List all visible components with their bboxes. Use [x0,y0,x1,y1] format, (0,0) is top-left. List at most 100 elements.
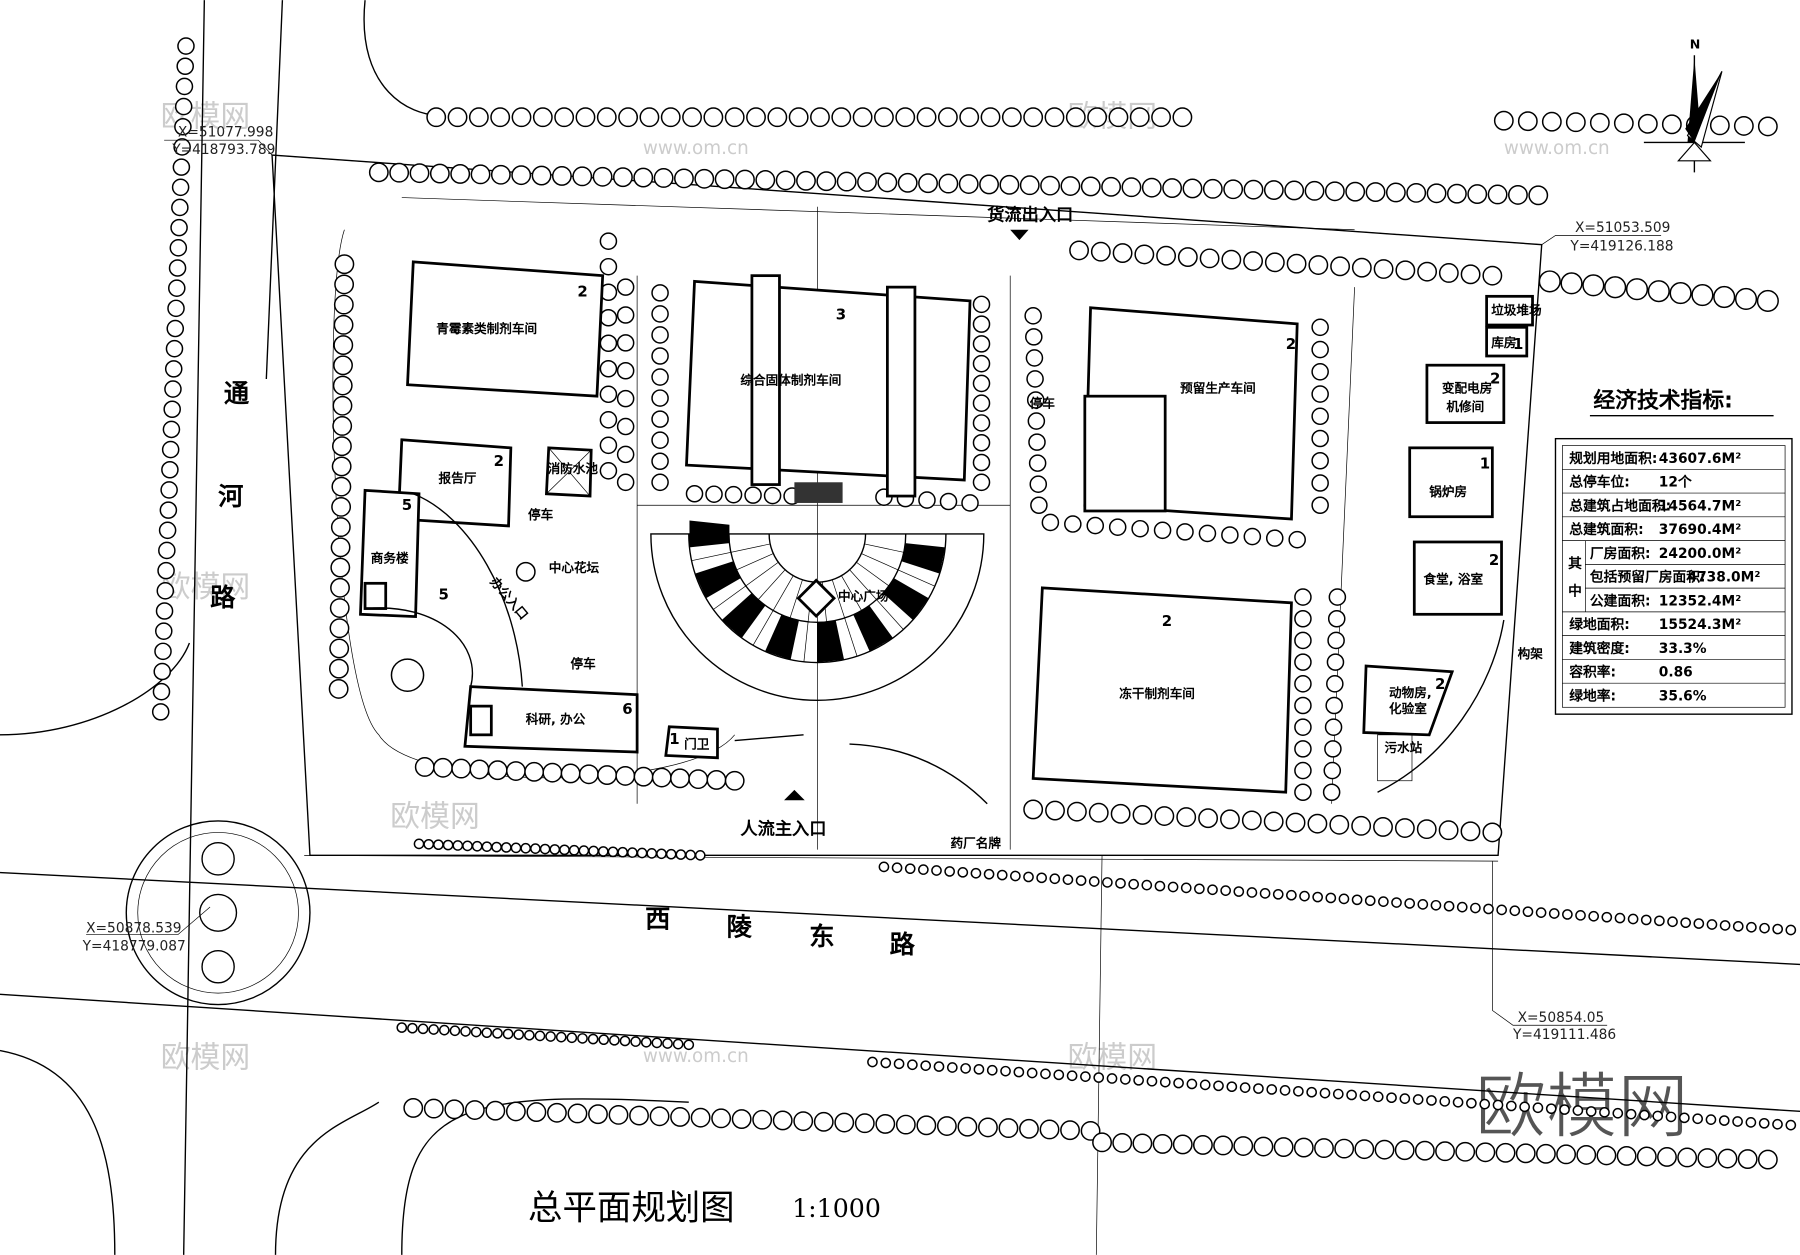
tree-icon [1213,1080,1224,1092]
indicator-value: 14564.7M² [1659,498,1741,514]
tree-icon [1759,922,1770,934]
indicator-value: 35.6% [1659,688,1707,704]
tree-icon [688,769,709,790]
tree-icon [857,172,877,192]
tree-icon [1359,1090,1371,1102]
tree-icon [1307,813,1328,834]
tree-icon [545,1031,556,1042]
tree-icon [505,1101,526,1122]
tree-icon [1654,915,1665,927]
building-floors: 3 [836,305,846,323]
building-label: 变配电房 [1442,381,1492,396]
tree-icon [1294,718,1312,736]
tree-icon [1241,810,1262,831]
tree-icon [1101,176,1122,197]
tree-icon [444,1099,465,1120]
tree-icon [423,1098,444,1119]
tree-icon [1326,675,1344,693]
tree-icon [1351,894,1363,906]
tree-icon [1487,184,1508,205]
tree-icon [877,172,898,193]
tree-icon [1334,1138,1355,1159]
tree-icon [1243,251,1264,271]
flower-bed-icon [515,561,536,582]
tree-icon [978,1117,998,1138]
tree-icon [1475,1142,1496,1163]
tree-icon [1732,1116,1743,1127]
tree-icon [893,1058,905,1070]
tree-icon [1576,1144,1597,1165]
tree-icon [1128,878,1139,890]
tree-icon [1482,822,1503,843]
tree-icon [587,1033,599,1045]
coord-y: Y=418779.087 [82,939,186,955]
tree-icon [633,167,654,188]
tree-icon [1522,906,1534,918]
tree-icon [162,420,181,439]
north-arrow-icon: N [1643,36,1745,173]
tree-icon [1572,1105,1584,1116]
tree-icon [1439,1096,1451,1107]
tree-icon [1199,248,1220,269]
tree-icon [1306,1086,1318,1098]
tree-icon [1304,180,1325,201]
tree-icon [986,1064,998,1076]
tree-icon [880,1057,892,1069]
tree-icon [1599,1106,1610,1118]
tree-icon [1430,899,1442,911]
indicator-table: 经济技术指标: 规划用地面积:43607.6M²总停车位:12个总建筑占地面积:… [1554,388,1793,715]
tree-icon [1041,513,1060,532]
tree-icon [665,848,677,860]
tree-icon [1772,1118,1783,1130]
tree-icon [816,171,837,192]
indicator-row: 公建面积: [1590,592,1651,609]
tree-icon [333,314,354,335]
tree-icon [161,460,179,479]
tree-icon [646,848,658,859]
tree-icon [629,1105,649,1126]
tree-icon [547,1102,567,1123]
tree-icon [1294,740,1312,758]
building-floors: 5 [439,585,449,603]
tree-icon [1115,877,1126,889]
tree-icon [171,178,190,197]
building-label: 商务楼 [371,551,409,566]
tree-icon [1734,287,1758,311]
tree-icon [165,339,184,358]
tree-icon [329,598,350,618]
tree-icon [1625,278,1649,301]
main-entrance-label: 人流主入口 [740,819,826,840]
tree-icon [1294,588,1312,606]
tree-icon [936,1116,957,1136]
tree-icon [920,1060,932,1072]
coord-y: Y=418793.789 [171,142,275,158]
tree-icon [1132,804,1153,825]
tree-icon [578,764,599,785]
tree-icon [1538,270,1561,293]
tree-icon [1556,1144,1577,1165]
tree-icon [1601,911,1613,923]
tree-icon [836,171,857,192]
tree-icon [1657,1147,1677,1167]
tree-icon [1604,276,1627,299]
tree-icon [1404,898,1415,909]
tree-icon [685,484,704,503]
tree-icon [1311,385,1329,403]
tree-icon [931,865,942,876]
tree-icon [1062,874,1074,885]
tree-icon [1152,1133,1173,1154]
tree-icon [524,761,545,782]
tree-icon [1627,913,1639,925]
tree-icon [640,1036,652,1048]
tree-icon [1239,1082,1251,1093]
tree-icon [1025,349,1044,367]
tree-icon [329,638,350,659]
building-label: 库房 [1491,335,1516,350]
tree-icon [438,1024,450,1036]
tree-icon [158,541,176,560]
tree-icon [1394,1140,1415,1161]
tree-icon [895,1114,916,1135]
tree-icon [1669,282,1692,305]
plaza-label: 中心广场 [838,589,889,604]
tree-icon [1438,263,1459,283]
